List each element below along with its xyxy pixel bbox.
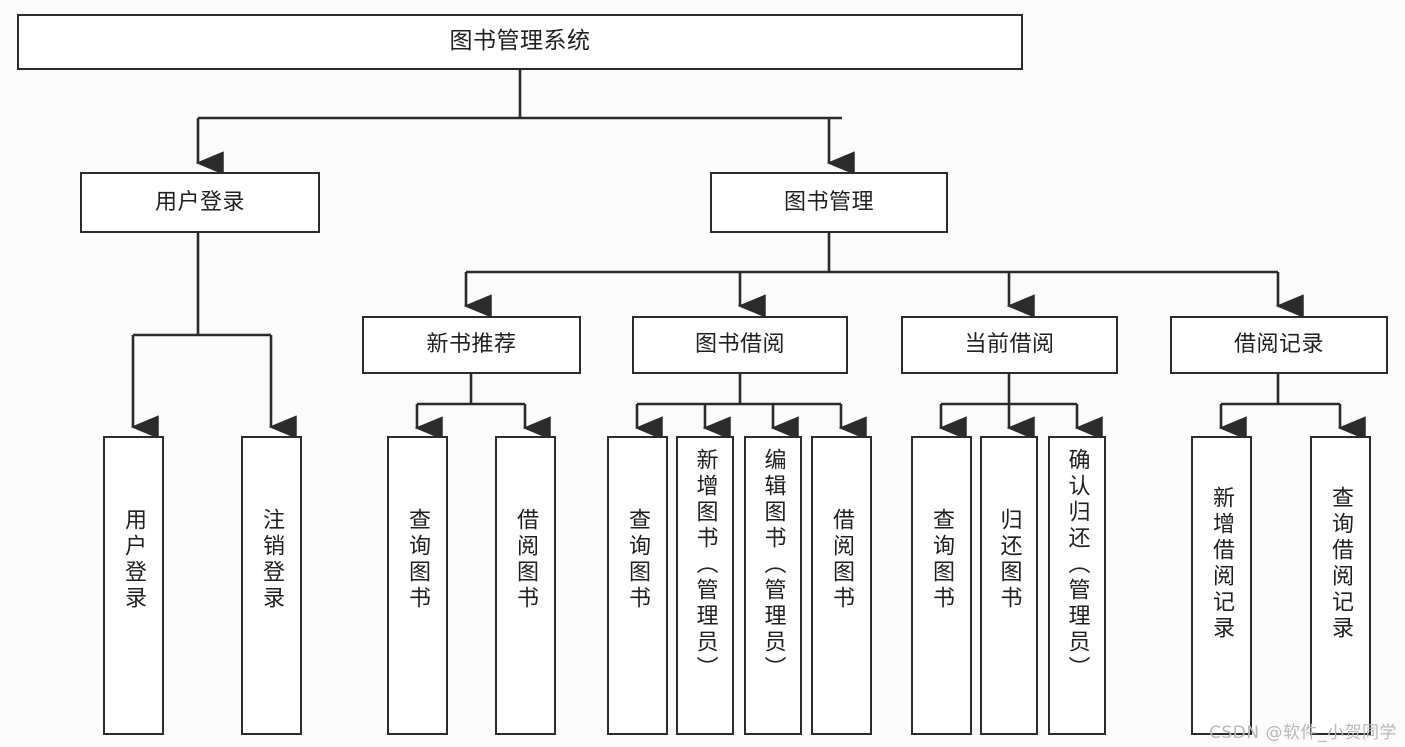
node-label: 查询图书	[625, 508, 651, 612]
leaf-query-borrow-record[interactable]: 查询借阅记录	[1310, 436, 1371, 735]
leaf-query-book-borrow[interactable]: 查询图书	[607, 436, 668, 735]
node-label: 借阅图书	[513, 508, 539, 612]
node-current-borrow[interactable]: 当前借阅	[901, 316, 1118, 374]
node-label: 当前借阅	[964, 332, 1055, 358]
node-root-system[interactable]: 图书管理系统	[17, 14, 1023, 70]
node-label: 新增借阅记录	[1209, 486, 1235, 642]
node-user-login[interactable]: 用户登录	[80, 172, 320, 233]
node-book-management[interactable]: 图书管理	[710, 172, 948, 233]
leaf-borrow-book-borrow[interactable]: 借阅图书	[811, 436, 872, 735]
leaf-logout-login[interactable]: 注销登录	[241, 436, 302, 735]
node-new-book-recommend[interactable]: 新书推荐	[362, 316, 581, 374]
node-label: 编辑图书（管理员）	[760, 448, 786, 682]
node-label: 借阅图书	[829, 508, 855, 612]
leaf-query-book-current[interactable]: 查询图书	[911, 436, 972, 735]
node-label: 图书借阅	[694, 332, 785, 358]
leaf-confirm-return-admin[interactable]: 确认归还（管理员）	[1048, 436, 1106, 735]
leaf-return-book[interactable]: 归还图书	[980, 436, 1038, 735]
node-label: 查询图书	[405, 508, 431, 612]
node-label: 借阅记录	[1233, 332, 1324, 358]
leaf-edit-book-admin[interactable]: 编辑图书（管理员）	[744, 436, 802, 735]
csdn-watermark: CSDN @软件_小贺同学	[1209, 723, 1397, 743]
node-label: 新增图书（管理员）	[692, 448, 718, 682]
leaf-add-book-admin[interactable]: 新增图书（管理员）	[676, 436, 734, 735]
leaf-add-borrow-record[interactable]: 新增借阅记录	[1191, 436, 1252, 735]
leaf-query-book-recommend[interactable]: 查询图书	[387, 436, 448, 735]
node-label: 新书推荐	[426, 332, 517, 358]
leaf-user-login[interactable]: 用户登录	[103, 436, 164, 735]
node-label: 图书管理系统	[449, 28, 591, 55]
node-label: 注销登录	[259, 508, 285, 612]
node-label: 查询图书	[929, 508, 955, 612]
node-book-borrow[interactable]: 图书借阅	[632, 316, 848, 374]
node-label: 用户登录	[121, 508, 147, 612]
node-label: 归还图书	[996, 508, 1022, 612]
node-label: 图书管理	[783, 189, 874, 215]
node-label: 查询借阅记录	[1328, 486, 1354, 642]
node-borrow-record[interactable]: 借阅记录	[1170, 316, 1388, 374]
node-label: 用户登录	[154, 189, 245, 215]
node-label: 确认归还（管理员）	[1064, 448, 1090, 682]
leaf-borrow-book-recommend[interactable]: 借阅图书	[495, 436, 556, 735]
